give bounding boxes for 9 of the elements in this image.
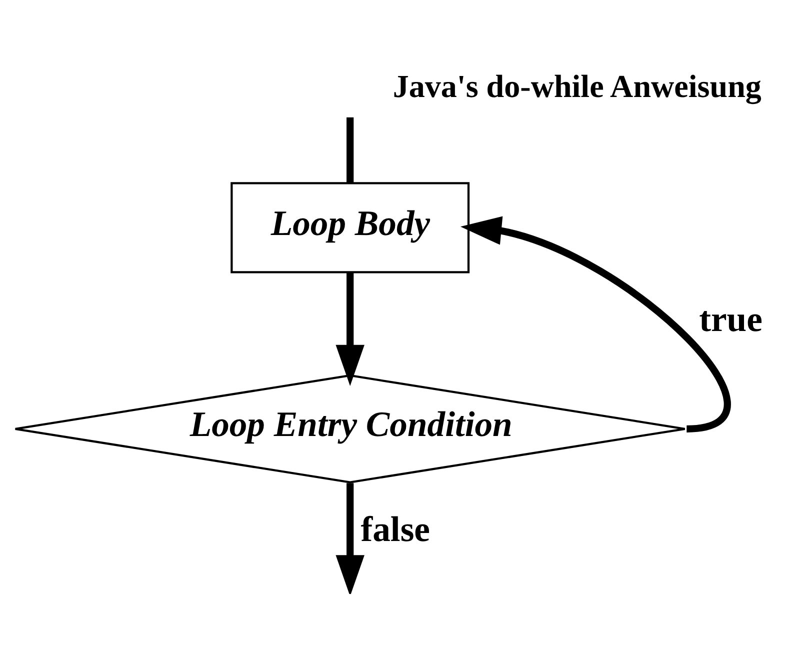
- diagram-title: Java's do-while Anweisung: [392, 68, 762, 104]
- connector: [346, 116, 354, 182]
- arrow: [460, 216, 731, 432]
- node-box: Loop Body: [230, 182, 470, 273]
- arrow: [336, 482, 364, 594]
- edge-label: true: [699, 298, 762, 338]
- arrow: [336, 272, 364, 386]
- edge-label: false: [360, 508, 430, 549]
- node-diamond: Loop Entry Condition: [14, 374, 686, 483]
